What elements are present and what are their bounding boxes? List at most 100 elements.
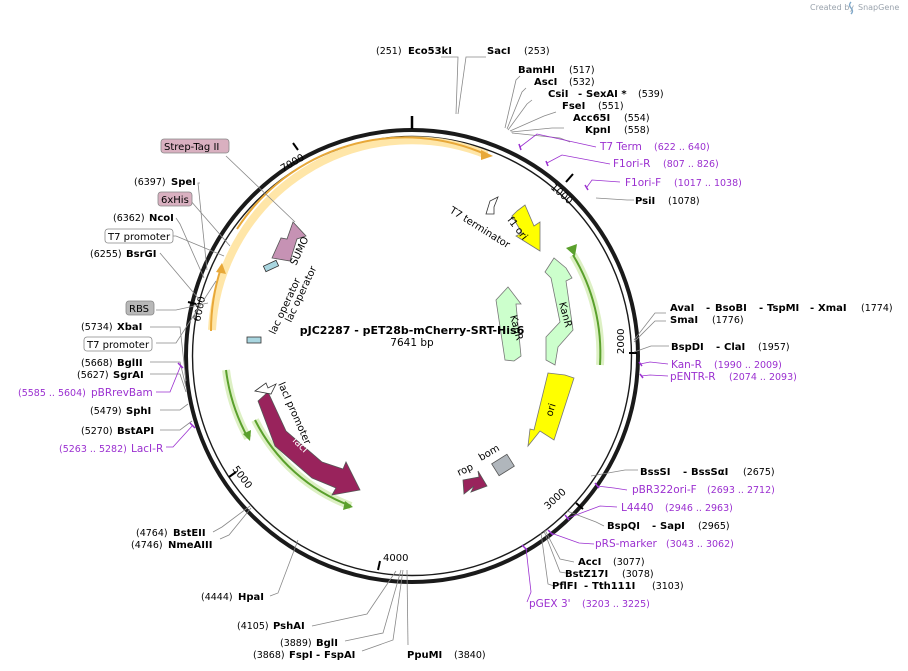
svg-text:(3840): (3840) <box>454 650 486 661</box>
svg-text:TspMI: TspMI <box>767 303 799 314</box>
site-avai[interactable]: AvaI - BsoBI - TspMI - XmaI (1774) <box>670 303 893 314</box>
site-sphi[interactable]: (5479) SphI <box>90 406 151 417</box>
site-fspi[interactable]: (3868) FspI - FspAI <box>253 650 355 661</box>
primer-f1ori-f[interactable]: F1ori-F (1017 .. 1038) <box>625 177 742 189</box>
site-fsei[interactable]: FseI (551) <box>562 101 624 112</box>
snapgene-logo-icon <box>848 1 854 15</box>
site-csii[interactable]: CsiI - SexAI * (539) <box>548 89 664 100</box>
site-ppumi[interactable]: PpuMI (3840) <box>407 650 486 661</box>
f1-ori-arrow[interactable] <box>511 204 541 252</box>
site-saci[interactable]: SacI (253) <box>487 46 550 57</box>
site-spei[interactable]: (6397) SpeI <box>134 177 196 188</box>
site-pshai[interactable]: (4105) PshAI <box>237 621 305 632</box>
kanr-arrow[interactable] <box>544 257 574 366</box>
svg-text:KpnI: KpnI <box>585 125 611 136</box>
orf-arc-top <box>236 136 488 230</box>
site-ncoi[interactable]: (6362) NcoI <box>113 213 174 224</box>
rop-arrow[interactable] <box>462 470 488 495</box>
site-psii[interactable]: PsiI (1078) <box>635 196 700 207</box>
svg-text:(1957): (1957) <box>758 342 790 353</box>
site-kpni[interactable]: KpnI (558) <box>585 125 650 136</box>
svg-text:(558): (558) <box>624 125 650 136</box>
site-bsteii[interactable]: (4764) BstEII <box>136 528 206 539</box>
svg-text:RBS: RBS <box>129 304 149 315</box>
site-xbai[interactable]: (5734) XbaI <box>81 322 142 333</box>
primer-pbrrevbam[interactable]: (5585 .. 5604) pBRrevBam <box>18 387 153 399</box>
svg-text:Tth111I: Tth111I <box>592 581 635 592</box>
primer-pgex3[interactable]: pGEX 3' (3203 .. 3225) <box>529 598 650 610</box>
svg-text:BglII: BglII <box>117 358 143 369</box>
site-nmeaiii[interactable]: (4746) NmeAIII <box>131 540 212 551</box>
svg-text:(517): (517) <box>569 65 595 76</box>
svg-text:BsoBI: BsoBI <box>715 303 747 314</box>
svg-text:(554): (554) <box>624 113 650 124</box>
laci-arrow[interactable] <box>257 391 361 496</box>
site-bsssi[interactable]: BssSI - BssSαI (2675) <box>640 467 775 478</box>
primer-f1ori-r[interactable]: F1ori-R (807 .. 826) <box>613 158 719 170</box>
sumo-arrow[interactable] <box>271 221 307 262</box>
svg-text:-: - <box>810 303 814 314</box>
site-bspqi[interactable]: BspQI - SapI (2965) <box>607 521 730 532</box>
svg-text:(3203 .. 3225): (3203 .. 3225) <box>582 599 650 610</box>
svg-text:L4440: L4440 <box>621 502 654 514</box>
svg-text:T7 promoter: T7 promoter <box>107 232 171 243</box>
brand-prefix: Created by <box>810 3 854 12</box>
primer-pbr322ori-f[interactable]: pBR322ori-F (2693 .. 2712) <box>632 484 775 496</box>
svg-text:Strep-Tag II: Strep-Tag II <box>164 142 219 153</box>
label-strep-tag[interactable]: Strep-Tag II <box>160 138 230 154</box>
primer-prs-marker[interactable]: pRS-marker (3043 .. 3062) <box>595 538 734 550</box>
ori-arrow[interactable] <box>527 372 575 448</box>
svg-text:(5668): (5668) <box>81 358 113 369</box>
svg-text:(2675): (2675) <box>743 467 775 478</box>
site-bstapi[interactable]: (5270) BstAPI <box>81 426 154 437</box>
svg-text:BspQI: BspQI <box>607 521 640 532</box>
svg-text:FspAI: FspAI <box>324 650 355 661</box>
site-pflfi[interactable]: PflFI - Tth111I (3103) <box>552 581 684 592</box>
site-eco53ki[interactable]: (251) Eco53kI <box>376 46 452 57</box>
svg-text:SmaI: SmaI <box>670 315 698 326</box>
site-bspdi[interactable]: BspDI - ClaI (1957) <box>671 342 790 353</box>
site-acci[interactable]: AccI (3077) <box>578 557 645 568</box>
label-t7-promoter-2[interactable]: T7 promoter <box>83 336 153 352</box>
primer-kan-r[interactable]: Kan-R (1990 .. 2009) <box>671 359 782 371</box>
svg-text:(4764): (4764) <box>136 528 168 539</box>
lac-operator-box-2[interactable] <box>246 336 262 344</box>
lac-operator-box-1[interactable] <box>262 259 280 273</box>
svg-text:BglI: BglI <box>316 638 338 649</box>
tick-6000: 6000 <box>187 295 208 323</box>
ori-label: ori <box>544 402 558 418</box>
label-t7-promoter-1[interactable]: T7 promoter <box>104 228 174 244</box>
svg-text:-: - <box>706 303 710 314</box>
svg-text:BstEII: BstEII <box>173 528 206 539</box>
svg-text:(6362): (6362) <box>113 213 145 224</box>
site-acc65i[interactable]: Acc65I (554) <box>573 113 650 124</box>
orf-arc-left-head <box>216 263 226 274</box>
tick-2000: 2000 <box>616 329 637 354</box>
primer-pentr-r[interactable]: pENTR-R (2074 .. 2093) <box>670 371 797 383</box>
svg-text:XbaI: XbaI <box>117 322 142 333</box>
svg-text:NmeAIII: NmeAIII <box>168 540 212 551</box>
label-rbs[interactable]: RBS <box>125 300 155 316</box>
site-bgli[interactable]: (3889) BglI <box>280 638 338 649</box>
svg-text:(6255): (6255) <box>90 249 122 260</box>
site-sgrai[interactable]: (5627) SgrAI <box>77 370 144 381</box>
site-bstz17i[interactable]: BstZ17I (3078) <box>565 569 654 580</box>
primer-t7-term[interactable]: T7 Term (622 .. 640) <box>599 141 710 153</box>
bom-box[interactable] <box>491 453 515 477</box>
svg-text:(3077): (3077) <box>613 557 645 568</box>
svg-text:F1ori-F: F1ori-F <box>625 177 661 189</box>
site-asci[interactable]: AscI (532) <box>534 77 595 88</box>
site-smai[interactable]: SmaI (1776) <box>670 315 744 326</box>
primer-laci-r[interactable]: (5263 .. 5282) LacI-R <box>59 443 163 455</box>
label-6xhis[interactable]: 6xHis <box>157 191 193 207</box>
kanr-promoter-arrow[interactable] <box>495 286 522 362</box>
svg-text:FseI: FseI <box>562 101 585 112</box>
site-bamhi[interactable]: BamHI (517) <box>518 65 595 76</box>
site-bglii[interactable]: (5668) BglII <box>81 358 143 369</box>
primer-l4440[interactable]: L4440 (2946 .. 2963) <box>621 502 733 514</box>
svg-text:(1078): (1078) <box>668 196 700 207</box>
svg-text:(4444): (4444) <box>201 592 233 603</box>
svg-text:(3103): (3103) <box>652 581 684 592</box>
site-hpai[interactable]: (4444) HpaI <box>201 592 264 603</box>
site-bsrgi[interactable]: (6255) BsrGI <box>90 249 156 260</box>
